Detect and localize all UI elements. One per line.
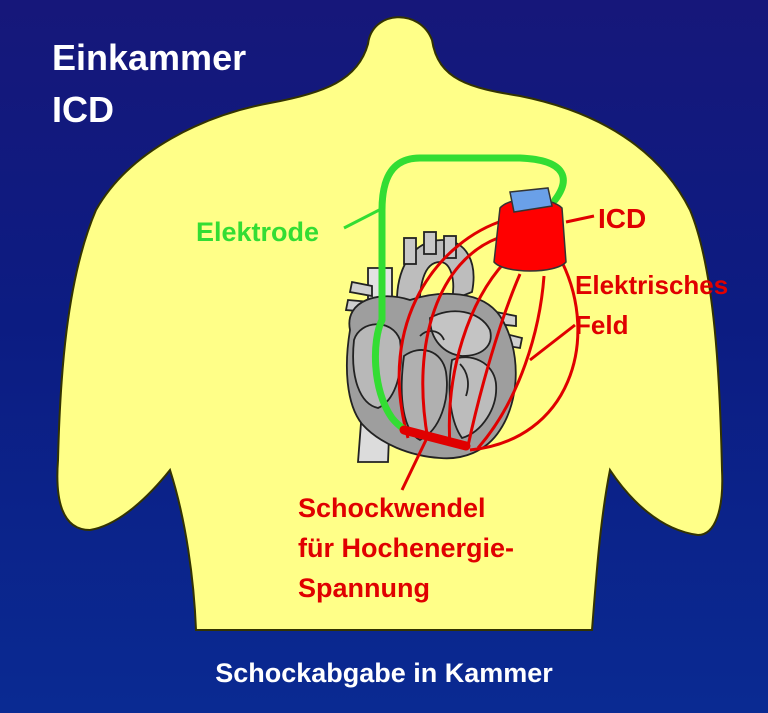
field-line <box>476 275 546 449</box>
field-line <box>447 260 507 447</box>
label-elektrode: Elektrode <box>196 217 319 247</box>
pointer-icd <box>565 214 595 224</box>
vessel-branch <box>423 231 437 255</box>
field-line <box>469 261 580 452</box>
pointer-feld <box>529 323 576 362</box>
field-line <box>421 236 499 441</box>
pulmonary-vein <box>348 280 373 298</box>
label-feld-line2: Feld <box>575 310 628 340</box>
left-atrium <box>429 310 492 357</box>
field-line <box>397 218 506 439</box>
title-line1: Einkammer <box>52 37 246 78</box>
icd-device <box>493 187 567 272</box>
pointer-schock <box>400 439 428 491</box>
shock-coil <box>399 425 471 451</box>
caption: Schockabgabe in Kammer <box>215 658 553 688</box>
label-schock-line3: Spannung <box>298 573 430 603</box>
label-icd: ICD <box>598 203 646 234</box>
title-line2: ICD <box>52 89 114 130</box>
electric-field-lines <box>397 218 580 452</box>
vessel-branch <box>403 237 417 265</box>
field-line <box>466 273 522 447</box>
pointer-elektrode <box>343 206 384 230</box>
label-feld-line1: Elektrisches <box>575 270 728 300</box>
valve <box>459 363 469 397</box>
icd-header <box>509 187 553 213</box>
label-schock-line2: für Hochenergie- <box>298 533 514 563</box>
label-schock-line1: Schockwendel <box>298 493 486 523</box>
valve <box>419 330 445 341</box>
